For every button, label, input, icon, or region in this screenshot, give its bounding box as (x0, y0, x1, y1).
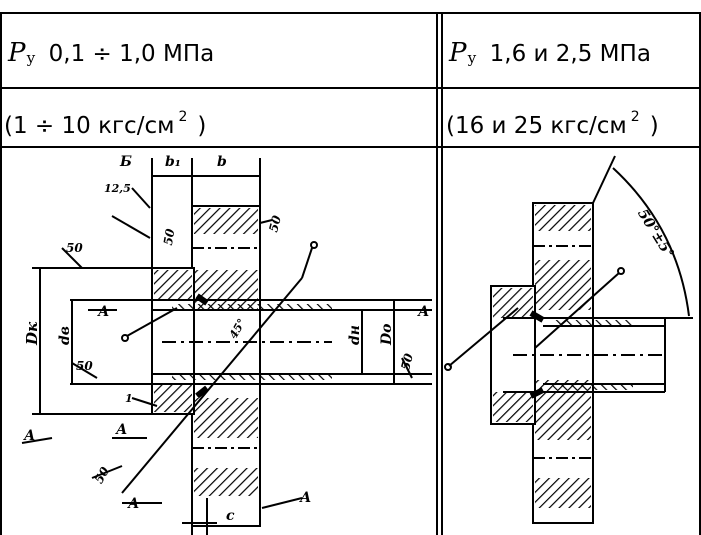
table-border-top (0, 12, 701, 14)
label-dk: Dк (23, 321, 41, 346)
label-one: 1 (125, 392, 133, 405)
right-pressure-range: 1,6 и 2,5 МПа (489, 41, 651, 67)
label-roughness-125: 12,5 (104, 182, 131, 195)
label-b: b (217, 154, 227, 170)
left-pressure-sub: у (26, 49, 36, 67)
right-pressure-header: Pу 1,6 и 2,5 МПа (449, 40, 651, 66)
left-pressure-symbol: P (8, 38, 26, 68)
label-roughness-50-f: 50 (92, 464, 113, 486)
right-kgf-text: (16 и 25 кгс/см (446, 113, 627, 139)
label-a-bottom-right: А (299, 490, 311, 506)
label-a-bottom-left: А (127, 496, 139, 512)
left-kgf-close: ) (197, 113, 207, 139)
right-flange-svg: 50°±5° (444, 155, 693, 524)
label-roughness-50-c: 50 (266, 213, 284, 233)
table-divider-double-b (441, 12, 443, 535)
label-roughness-50-a: 50 (66, 241, 83, 255)
table-border-right (699, 12, 701, 535)
label-do: Dо (379, 324, 395, 346)
left-flange-svg: Б b₁ b 12,5 50 50 50 50 50 50 Dк dв dн D… (21, 154, 432, 535)
table-divider-double-a (436, 12, 438, 535)
label-b1: b₁ (165, 154, 181, 170)
label-roughness-50-d: 50 (76, 359, 93, 373)
table-row-divider-2 (0, 146, 701, 148)
label-a-low-left: А (23, 428, 35, 444)
label-a-mid-left: А (115, 422, 127, 438)
table-row-divider-1 (0, 87, 701, 89)
right-kgf-exp: 2 (630, 109, 640, 125)
left-kgf-text: (1 ÷ 10 кгс/см (4, 113, 175, 139)
right-flange-drawing: 50°±5° (443, 148, 699, 535)
label-a-top-right: А (417, 304, 429, 320)
left-kgf-exp: 2 (178, 109, 188, 125)
label-b-section: Б (119, 154, 132, 170)
right-pressure-sub: у (467, 49, 477, 67)
label-dv: dв (57, 326, 73, 345)
left-flange-drawing: Б b₁ b 12,5 50 50 50 50 50 50 Dк dв dн D… (2, 148, 436, 535)
label-roughness-50-e: 50 (398, 351, 416, 371)
label-roughness-50-b: 50 (161, 227, 178, 247)
label-angle-tolerance: 50°±5° (634, 206, 677, 261)
right-kgf-close: ) (649, 113, 659, 139)
right-pressure-symbol: P (449, 38, 467, 68)
left-pressure-header: Pу 0,1 ÷ 1,0 МПа (8, 40, 214, 66)
label-a-top-left: А (97, 304, 109, 320)
left-pressure-range: 0,1 ÷ 1,0 МПа (48, 41, 215, 67)
label-c: с (226, 508, 235, 524)
label-dn: dн (347, 325, 363, 345)
table-border-left (0, 12, 2, 535)
